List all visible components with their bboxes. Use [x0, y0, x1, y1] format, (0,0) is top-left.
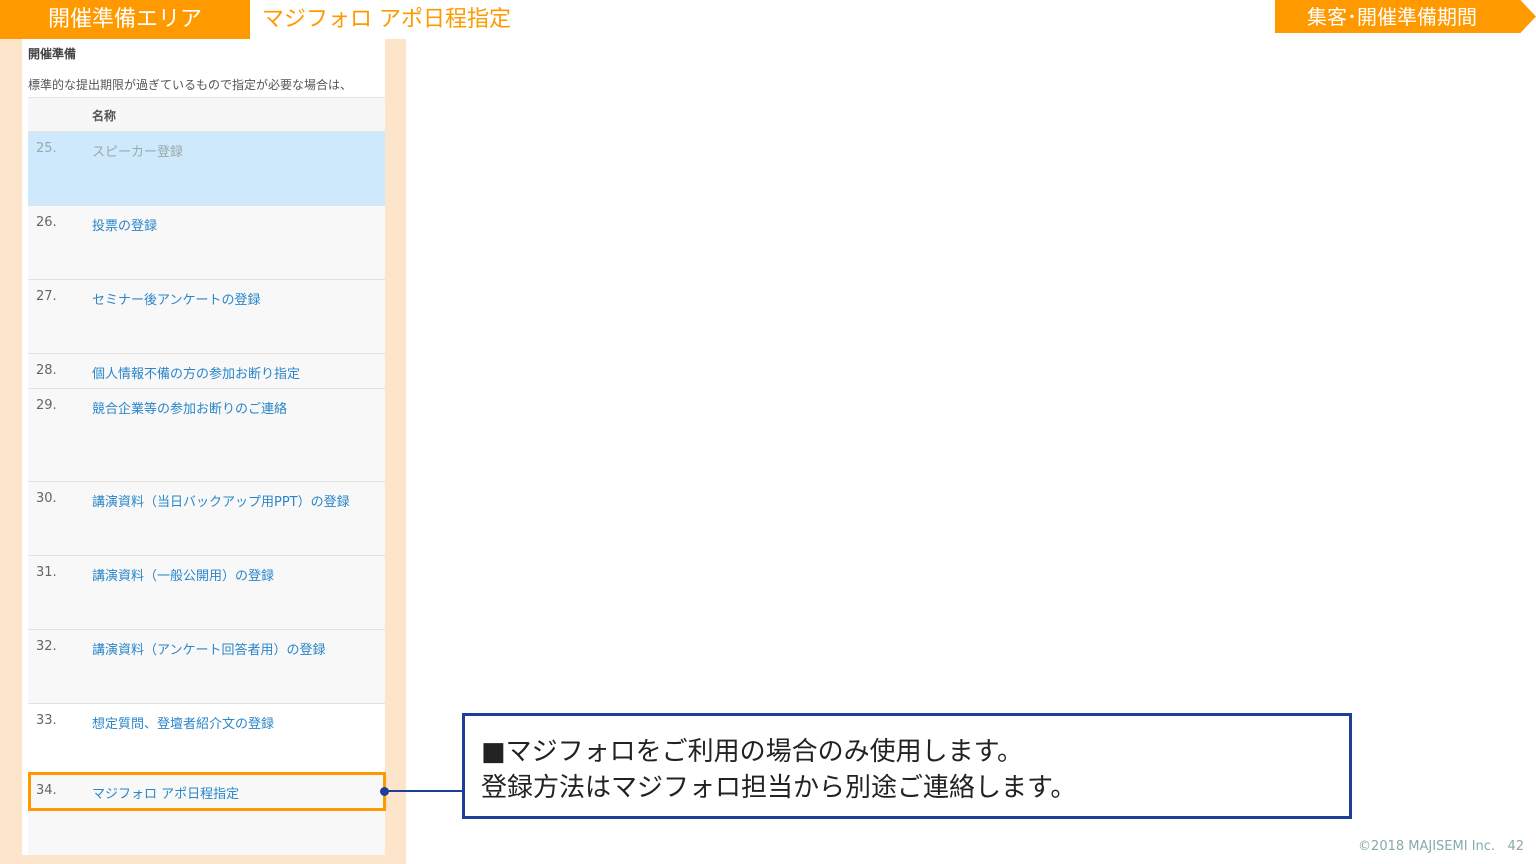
area-label: 開催準備エリア [0, 0, 250, 39]
copyright: ©2018 MAJISEMI Inc. [1358, 839, 1496, 854]
table-row[interactable]: 31. 講演資料（一般公開用）の登録 [28, 556, 385, 630]
row-link[interactable]: マジフォロ アポ日程指定 [92, 787, 240, 802]
note-line-2: 登録方法はマジフォロ担当から別途ご連絡します。 [481, 773, 1077, 803]
table-row[interactable]: 30. 講演資料（当日バックアップ用PPT）の登録 [28, 482, 385, 556]
row-link[interactable]: 個人情報不備の方の参加お断り指定 [92, 367, 301, 382]
row-number: 28. [36, 363, 57, 378]
row-link[interactable]: 投票の登録 [92, 219, 158, 234]
footer: ©2018 MAJISEMI Inc. 42 [1358, 839, 1524, 854]
row-link[interactable]: スピーカー登録 [92, 145, 184, 160]
column-header-name: 名称 [28, 97, 385, 132]
row-number: 25. [36, 141, 57, 156]
section-description: 標準的な提出期限が過ぎているもので指定が必要な場合は、 [28, 78, 353, 92]
period-badge: 集客･開催準備期間 [1275, 0, 1536, 33]
row-number: 34. [36, 783, 57, 798]
row-number: 30. [36, 491, 57, 506]
row-number: 29. [36, 398, 57, 413]
row-link[interactable]: 講演資料（当日バックアップ用PPT）の登録 [92, 495, 350, 510]
table-row[interactable]: 34. マジフォロ アポ日程指定 [28, 774, 385, 855]
task-list: 開催準備 標準的な提出期限が過ぎているもので指定が必要な場合は、 名称 25. ス… [22, 39, 385, 855]
row-link[interactable]: 競合企業等の参加お断りのご連絡 [92, 402, 288, 417]
row-number: 26. [36, 215, 57, 230]
screenshot-panel: 開催準備 標準的な提出期限が過ぎているもので指定が必要な場合は、 名称 25. ス… [0, 39, 406, 864]
table-row[interactable]: 26. 投票の登録 [28, 206, 385, 280]
row-link[interactable]: 講演資料（アンケート回答者用）の登録 [92, 643, 326, 658]
table-row[interactable]: 29. 競合企業等の参加お断りのご連絡 [28, 389, 385, 482]
row-number: 32. [36, 639, 57, 654]
highlight-box [28, 772, 386, 811]
note-line-1: ■マジフォロをご利用の場合のみ使用します。 [481, 737, 1023, 767]
row-link[interactable]: 想定質問、登壇者紹介文の登録 [92, 717, 275, 732]
row-number: 27. [36, 289, 57, 304]
callout-note: ■マジフォロをご利用の場合のみ使用します。 登録方法はマジフォロ担当から別途ご連… [462, 713, 1352, 819]
page-title: マジフォロ アポ日程指定 [262, 7, 511, 32]
page-number: 42 [1507, 839, 1524, 854]
row-link[interactable]: 講演資料（一般公開用）の登録 [92, 569, 275, 584]
section-title: 開催準備 [28, 47, 77, 61]
table-row[interactable]: 27. セミナー後アンケートの登録 [28, 280, 385, 354]
row-number: 31. [36, 565, 57, 580]
row-link[interactable]: セミナー後アンケートの登録 [92, 293, 261, 308]
table-row[interactable]: 32. 講演資料（アンケート回答者用）の登録 [28, 630, 385, 704]
row-number: 33. [36, 713, 57, 728]
table-row[interactable]: 25. スピーカー登録 [28, 132, 385, 206]
connector-line [388, 790, 463, 792]
table-row[interactable]: 33. 想定質問、登壇者紹介文の登録 [28, 704, 385, 774]
table-row[interactable]: 28. 個人情報不備の方の参加お断り指定 [28, 354, 385, 389]
task-table: 名称 25.スピーカー登録 26.投票の登録 27.セミナー後アンケートの登録 … [28, 97, 385, 855]
connector-dot [380, 787, 389, 796]
